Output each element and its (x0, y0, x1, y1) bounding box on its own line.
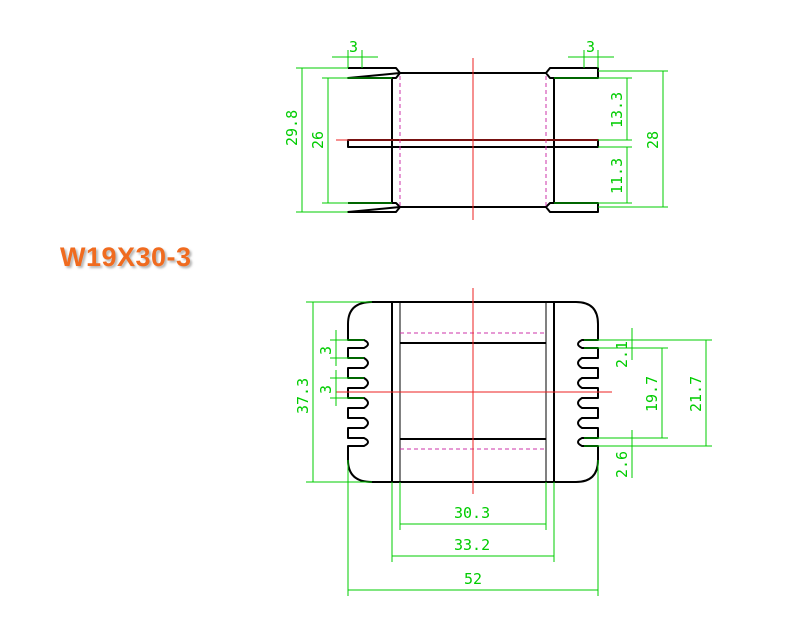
dim-upper-section-label: 13.3 (608, 92, 626, 128)
dim-inner-width: 30.3 (399, 482, 547, 530)
dim-total-width-label: 52 (464, 570, 482, 588)
dim-height-right: 28 (598, 70, 668, 208)
dim-slot-pitch: 3 (317, 330, 364, 366)
dim-slot-pitch-label: 3 (317, 346, 335, 355)
bobbin-outline (347, 301, 599, 483)
dim-slot-span-label: 19.7 (643, 376, 661, 412)
dim-lower-section: 11.3 (554, 146, 632, 204)
dim-mid-width: 33.2 (391, 482, 555, 562)
dim-slot-span: 19.7 (598, 347, 668, 439)
dim-slot-gap-bottom-label: 2.6 (613, 451, 631, 478)
dim-height-right-label: 28 (644, 131, 662, 149)
dim-outer-span: 21.7 (598, 339, 712, 447)
part-title: W19X30-3 (60, 242, 192, 272)
dim-slot-gap-top-label: 2.1 (613, 341, 631, 368)
dim-outer-span-label: 21.7 (687, 376, 705, 412)
bottom-flange (347, 202, 599, 213)
dim-height-total: 37.3 (294, 301, 372, 483)
dim-height-inner-label: 26 (309, 131, 327, 149)
dim-upper-section: 13.3 (554, 77, 632, 141)
dim-total-width: 52 (347, 460, 599, 596)
dim-flange-left: 3 (332, 38, 378, 68)
dim-inner-width-label: 30.3 (454, 504, 490, 522)
dim-height-total-label: 29.8 (283, 110, 301, 146)
dim-flange-left-label: 3 (349, 38, 358, 56)
dim-slot-width-label: 3 (317, 385, 335, 394)
dim-flange-right-label: 3 (586, 38, 595, 56)
dim-slot-width: 3 (317, 370, 364, 406)
dim-height-total-label: 37.3 (294, 378, 312, 414)
dim-lower-section-label: 11.3 (608, 158, 626, 194)
top-view: 3 3 29.8 26 13.3 (283, 38, 668, 220)
dim-height-inner: 26 (309, 77, 392, 204)
dim-mid-width-label: 33.2 (454, 536, 490, 554)
dim-flange-right: 3 (568, 38, 614, 68)
dim-slot-gap-bottom: 2.6 (584, 430, 640, 478)
dim-height-total: 29.8 (283, 67, 348, 213)
bottom-view: 37.3 3 3 2.1 19.7 (294, 288, 712, 596)
